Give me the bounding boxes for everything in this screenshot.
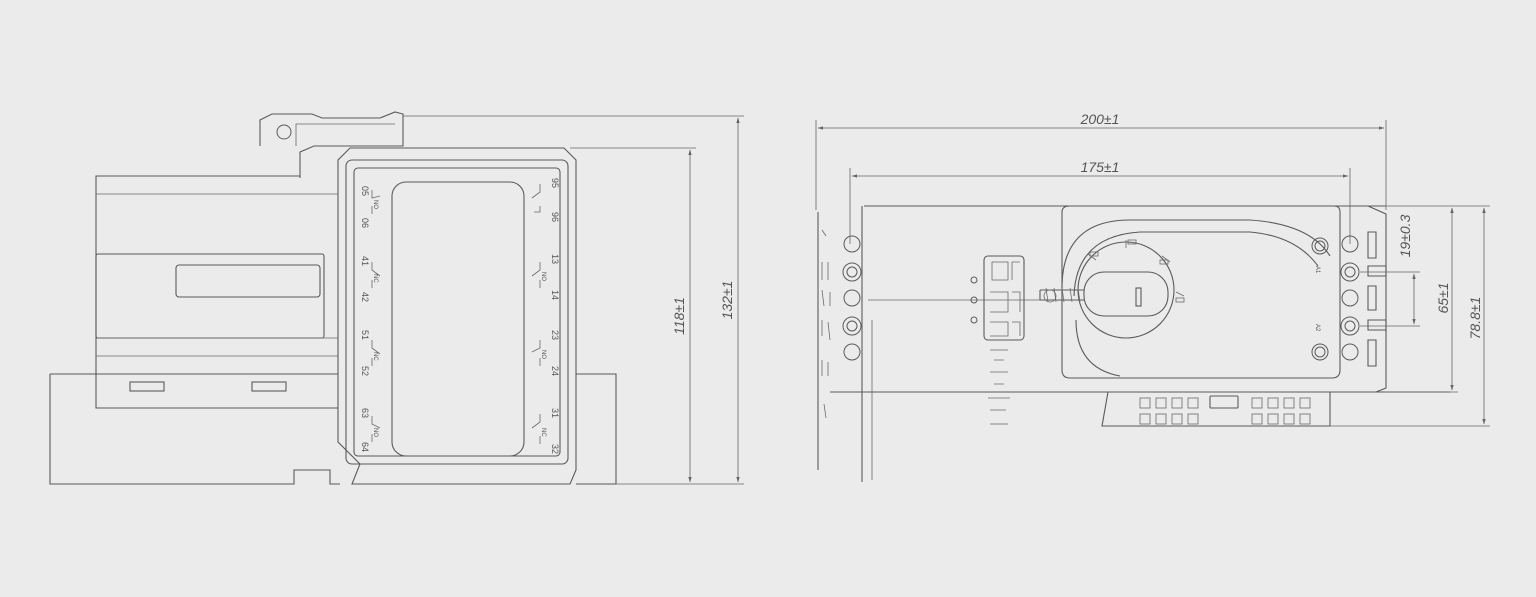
terminal-label: 32 bbox=[550, 444, 560, 454]
side-view: 05 06 41 42 51 52 63 64 95 96 13 14 23 2… bbox=[49, 111, 744, 485]
contact-mark: NO bbox=[372, 428, 378, 437]
bottom-terminal-block bbox=[1101, 391, 1331, 427]
display-window bbox=[391, 181, 525, 457]
contact-symbols: NO NC NC NO NO NO NC bbox=[371, 184, 546, 444]
dim-height-outer: 78.8±1 bbox=[1467, 297, 1483, 340]
terminal-label: 14 bbox=[550, 290, 560, 300]
right-terminals bbox=[1340, 231, 1387, 367]
terminal-label: 31 bbox=[550, 408, 560, 418]
side-dimensions: 118±1 132±1 bbox=[403, 115, 744, 485]
contact-mark: NC bbox=[540, 428, 546, 437]
contact-mark: NO bbox=[540, 272, 546, 281]
clip-slot bbox=[129, 381, 165, 392]
front-dimensions: 200±1 175±1 19±0.3 65±1 78.8±1 bbox=[815, 111, 1490, 427]
terminal-label: 05 bbox=[360, 186, 370, 196]
din-base bbox=[49, 373, 617, 485]
terminal-label: 13 bbox=[550, 254, 560, 264]
front-panel bbox=[337, 147, 577, 485]
digital-display bbox=[970, 255, 1025, 425]
terminal-label: 24 bbox=[550, 366, 560, 376]
terminal-labels: 05 06 41 42 51 52 63 64 95 96 13 14 23 2… bbox=[360, 178, 560, 454]
left-holes bbox=[821, 229, 862, 419]
indicator-label-a1: A1 bbox=[1314, 266, 1320, 274]
contact-mark: NO bbox=[540, 350, 546, 359]
indicator-label-a2: A2 bbox=[1314, 324, 1320, 332]
terminal-label: 52 bbox=[360, 366, 370, 376]
terminal-label: 51 bbox=[360, 330, 370, 340]
terminal-label: 23 bbox=[550, 330, 560, 340]
contact-mark: NO bbox=[372, 200, 378, 209]
terminal-label: 42 bbox=[360, 292, 370, 302]
front-outline bbox=[817, 205, 1450, 482]
dim-width-inner: 175±1 bbox=[1081, 159, 1120, 175]
terminal-label: 41 bbox=[360, 256, 370, 266]
terminal-label: 64 bbox=[360, 442, 370, 452]
dim-height-outer: 132±1 bbox=[719, 281, 735, 320]
control-module: A1 A2 bbox=[1039, 205, 1341, 379]
dim-height-inner: 65±1 bbox=[1435, 282, 1451, 313]
top-handle bbox=[259, 111, 404, 178]
front-view: A1 A2 200±1 bbox=[815, 111, 1490, 482]
contact-mark: NC bbox=[372, 352, 378, 361]
upper-body bbox=[95, 175, 338, 409]
dim-height-inner: 118±1 bbox=[671, 297, 687, 335]
terminal-label: 06 bbox=[360, 218, 370, 228]
clip-slot bbox=[251, 381, 287, 392]
dim-width-outer: 200±1 bbox=[1080, 111, 1120, 127]
knob-grip bbox=[1083, 271, 1169, 317]
dim-pitch: 19±0.3 bbox=[1397, 214, 1413, 257]
terminal-label: 96 bbox=[550, 212, 560, 222]
terminal-label: 95 bbox=[550, 178, 560, 188]
contact-mark: NC bbox=[372, 274, 378, 283]
terminal-label: 63 bbox=[360, 408, 370, 418]
label-window bbox=[175, 264, 321, 298]
